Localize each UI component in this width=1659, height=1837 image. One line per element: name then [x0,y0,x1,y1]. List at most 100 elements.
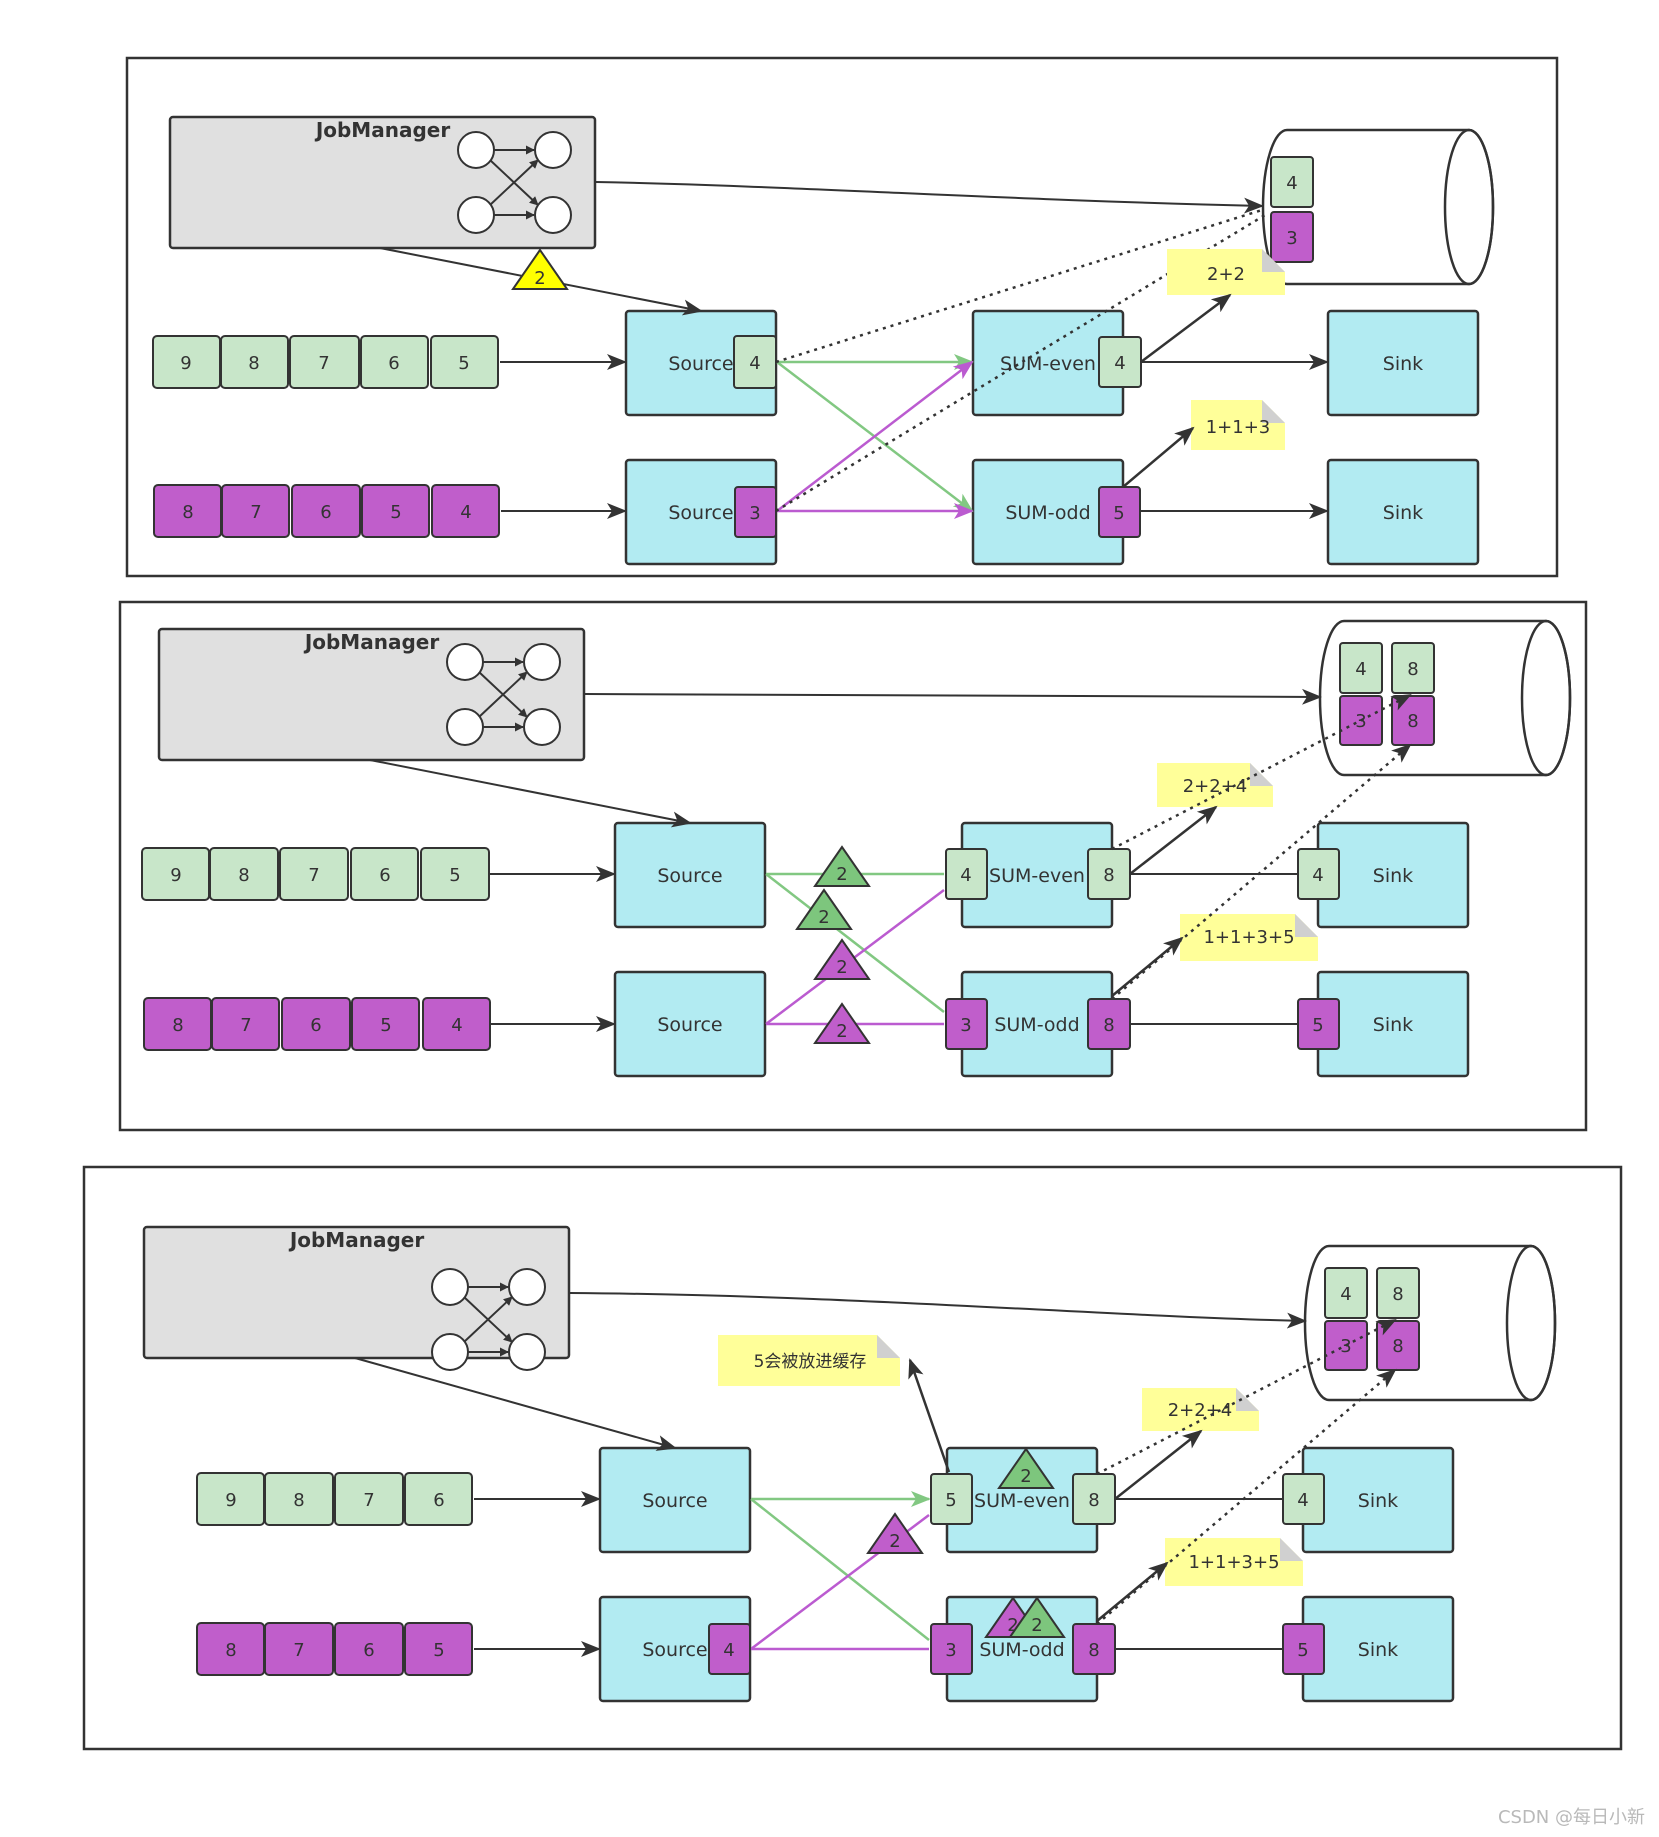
purple-record: 8 [225,1640,236,1661]
green-record: 6 [388,353,399,374]
purple-input-stream: 8 7 6 5 4 [153,484,500,538]
barrier-id: 2 [836,864,847,885]
source-bottom-label: Source [657,1014,722,1036]
storage-snapshot-green-value: 4 [1355,659,1366,680]
sink-top-input-state-value: 4 [1312,865,1323,886]
sum-even-input-state-value: 4 [960,865,971,886]
barrier-id: 2 [1020,1466,1031,1487]
panel-3: JobManager 4 8 3 8 9 8 [82,1165,1623,1751]
sum-odd-output-state-value: 8 [1088,1640,1099,1661]
purple-record: 6 [320,502,331,523]
barrier-triangle [1008,1596,1066,1638]
sink-bottom-label: Sink [1383,502,1423,524]
purple-record: 5 [433,1640,444,1661]
green-record: 9 [225,1490,236,1511]
sum-even-note [1167,249,1285,295]
storage-snapshot-green [1339,642,1383,694]
barrier-id: 2 [836,957,847,978]
green-record: 5 [449,865,460,886]
green-record: 7 [318,353,329,374]
barrier-id: 2 [836,1021,847,1042]
barrier-triangle [511,248,569,290]
sum-odd-label: SUM-odd [994,1014,1079,1036]
job-graph-icon [446,643,561,746]
storage-snapshot-green [1270,156,1314,208]
green-input-stream: 9 8 7 6 [196,1472,473,1526]
source-bottom-state-value: 4 [723,1640,734,1661]
source-bottom-state [708,1623,751,1675]
barrier-id: 2 [534,268,545,289]
buffer-note [718,1335,900,1386]
barrier-id: 2 [1007,1615,1018,1636]
green-record: 5 [458,353,469,374]
sink-top-input-state [1297,848,1340,900]
source-bottom-state [734,486,777,538]
sum-even-label: SUM-even [989,865,1085,887]
sink-bottom-label: Sink [1373,1014,1413,1036]
storage-snapshot-green-value: 8 [1407,659,1418,680]
sum-even-input-state-value: 5 [945,1490,956,1511]
sink-bottom-input-state [1282,1623,1325,1675]
sum-odd-state-value: 5 [1113,503,1124,524]
sum-odd-note [1180,914,1318,961]
barrier-id: 2 [1031,1615,1042,1636]
sink-top-input-state [1282,1473,1325,1525]
sum-odd-note-text: 1+1+3+5 [1203,927,1294,948]
green-record: 8 [238,865,249,886]
sum-odd-input-state [930,1623,973,1675]
barrier-triangle [813,938,871,980]
panel-2: JobManager 4 8 3 8 9 [118,600,1588,1132]
green-record: 8 [248,353,259,374]
purple-record: 5 [390,502,401,523]
purple-record: 6 [310,1015,321,1036]
purple-input-stream: 8 7 6 5 [196,1622,473,1676]
purple-record: 7 [293,1640,304,1661]
storage-snapshot-green-value: 4 [1340,1284,1351,1305]
storage-snapshot-purple-value: 8 [1392,1336,1403,1357]
job-graph-icon [457,131,572,234]
watermark: CSDN @每日小新 [1497,1807,1645,1828]
sink-bottom-input-state-value: 5 [1297,1640,1308,1661]
barrier-triangle [997,1447,1055,1489]
source-top-label: Source [668,353,733,375]
sum-even-input-state [945,848,988,900]
source-top-label: Source [657,865,722,887]
sink-bottom-input-state [1297,998,1340,1050]
green-input-stream: 9 8 7 6 5 [152,335,499,389]
sum-odd-input-state-value: 3 [960,1015,971,1036]
sum-odd-output-state [1087,998,1131,1050]
state-storage-cylinder [1261,128,1495,286]
purple-record: 4 [460,502,471,523]
source-top-label: Source [642,1490,707,1512]
sum-even-state-value: 4 [1114,353,1125,374]
sum-even-input-state [930,1473,973,1525]
sum-even-note-text: 2+2+4 [1183,776,1248,797]
sink-top-label: Sink [1373,865,1413,887]
source-top-state-value: 4 [749,353,760,374]
green-record: 8 [293,1490,304,1511]
sum-odd-input-state-value: 3 [945,1640,956,1661]
storage-snapshot-purple-value: 3 [1340,1336,1351,1357]
storage-snapshot-green-value: 4 [1286,173,1297,194]
purple-record: 6 [363,1640,374,1661]
sink-top-label: Sink [1383,353,1423,375]
source-bottom [613,970,767,1078]
storage-snapshot-purple-value: 3 [1355,711,1366,732]
panel-3-frame [82,1165,1623,1751]
sink-bottom-input-state-value: 5 [1312,1015,1323,1036]
sum-odd-note-text: 1+1+3+5 [1188,1552,1279,1573]
green-record: 7 [363,1490,374,1511]
storage-snapshot-green [1324,1267,1368,1319]
sum-even-note-text: 2+2 [1207,264,1245,285]
jobmanager-label: JobManager [288,1228,425,1252]
storage-snapshot-purple [1270,211,1314,263]
storage-snapshot-purple-value: 3 [1286,228,1297,249]
sum-even-label: SUM-even [1000,353,1096,375]
green-record: 6 [379,865,390,886]
purple-record: 8 [182,502,193,523]
sum-odd-note-text: 1+1+3 [1206,417,1271,438]
purple-record: 4 [451,1015,462,1036]
job-graph-icon [431,1268,546,1371]
buffer-note-text: 5会被放进缓存 [754,1352,867,1372]
green-record: 9 [180,353,191,374]
